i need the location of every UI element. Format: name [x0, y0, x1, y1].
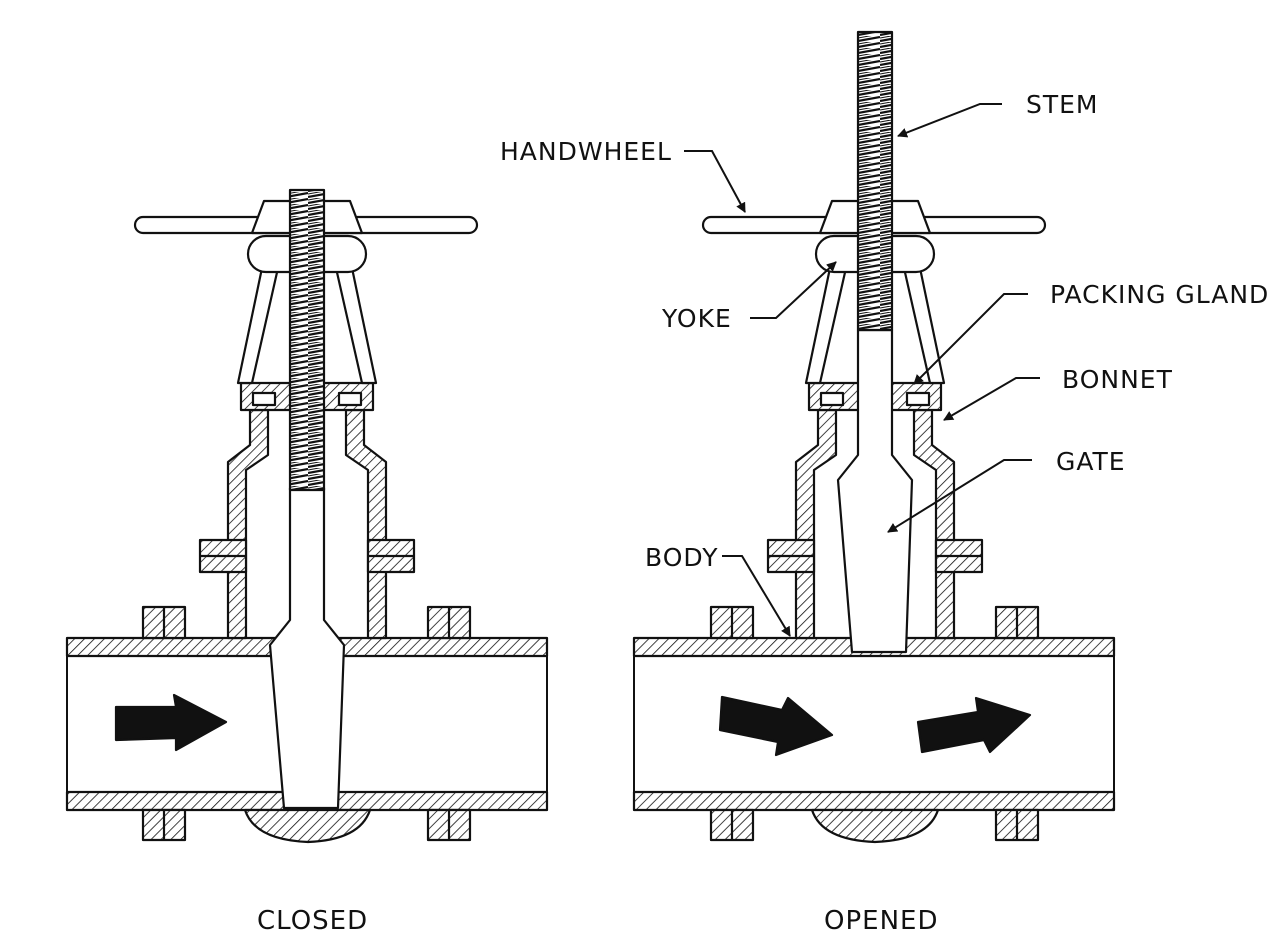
opened-seat-bulge [810, 808, 940, 844]
caption-opened: OPENED [824, 906, 939, 936]
closed-stem [288, 188, 326, 492]
closed-valve [65, 188, 549, 844]
label-packing-gland: PACKING GLAND [1050, 280, 1270, 309]
closed-gate [268, 486, 346, 810]
label-yoke: YOKE [662, 304, 732, 333]
label-gate: GATE [1056, 447, 1126, 476]
closed-flow-arrow [114, 693, 228, 752]
label-bonnet: BONNET [1062, 365, 1173, 394]
leader-handwheel [684, 150, 746, 213]
opened-body-right-wall [912, 408, 956, 640]
closed-body-left-wall [226, 408, 270, 640]
opened-flow-arrow-right [916, 696, 1032, 754]
opened-gate [836, 328, 914, 654]
leader-bonnet [943, 377, 1040, 421]
label-body: BODY [645, 543, 719, 572]
leader-yoke [750, 261, 837, 319]
label-stem: STEM [1026, 90, 1099, 119]
label-handwheel: HANDWHEEL [500, 137, 672, 166]
leader-packing-gland [913, 293, 1028, 385]
closed-yoke [236, 266, 280, 385]
caption-closed: CLOSED [257, 906, 369, 936]
closed-body-right-wall [344, 408, 388, 640]
leader-gate [887, 459, 1032, 533]
opened-valve [632, 30, 1116, 844]
leader-lines [684, 103, 1040, 637]
closed-seat-bulge [243, 808, 372, 844]
leader-body [722, 555, 791, 637]
leader-stem [897, 103, 1002, 138]
opened-flow-arrow-left [718, 695, 834, 757]
opened-body-left-wall [794, 408, 838, 640]
opened-pipe-bottom-wall [632, 790, 1116, 812]
opened-stem [856, 30, 894, 332]
